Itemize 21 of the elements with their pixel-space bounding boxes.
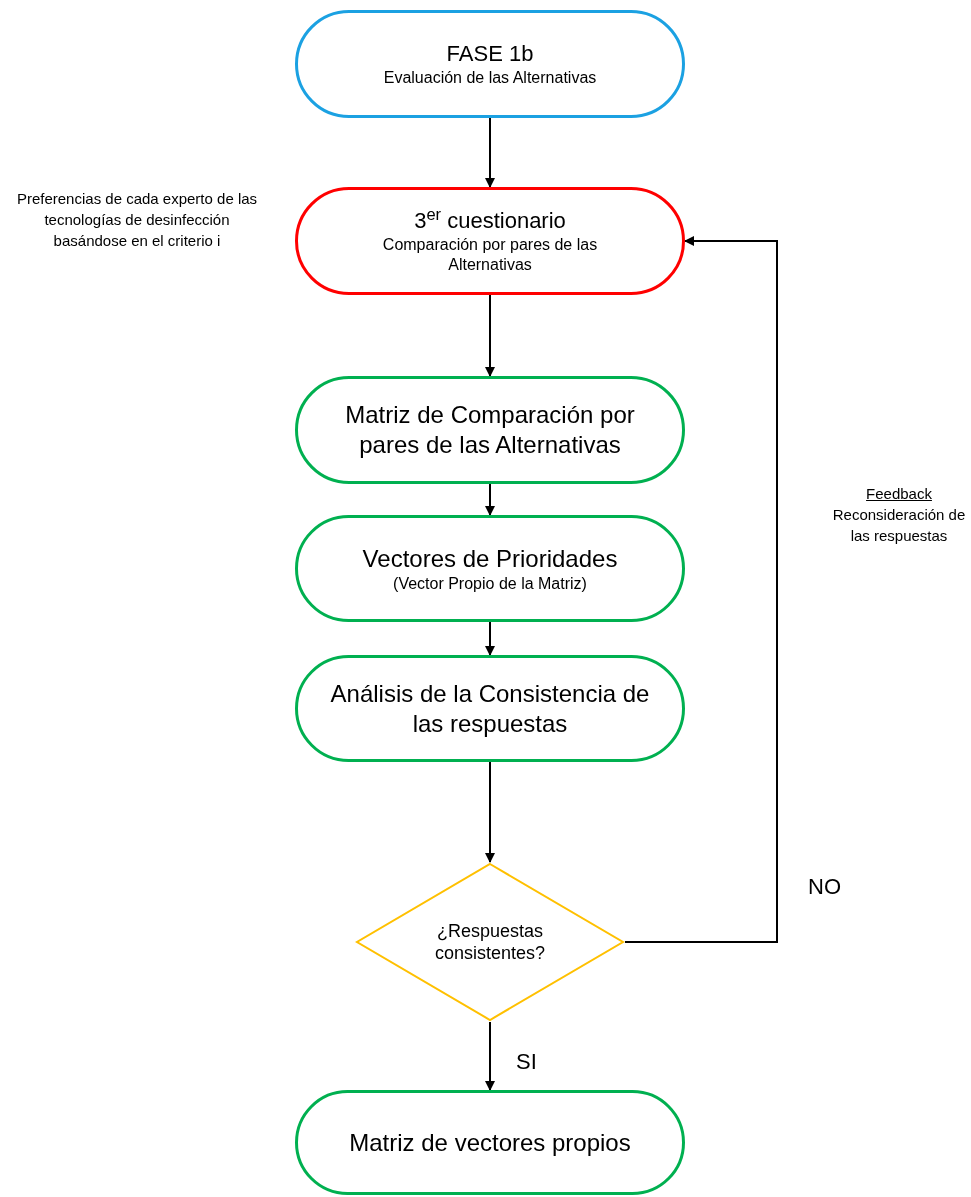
arrow <box>485 483 495 516</box>
box-title: Matriz de vectores propios <box>349 1127 631 1158</box>
box-title: ¿Respuestas consistentes? <box>433 919 547 965</box>
box-subtitle: (Vector Propio de la Matriz) <box>393 573 587 594</box>
note: Reconsideración de las respuestas <box>831 505 967 546</box>
arrow <box>485 294 495 377</box>
box-title: 3$^{er}$ cuestionario <box>414 207 566 235</box>
side-note: Preferencias de cada experto de las tecnologías de desinfección basándose en el criterio i <box>15 189 259 251</box>
arrow <box>485 117 495 188</box>
arrow <box>485 1021 495 1091</box>
box-title: FASE 1b <box>446 40 534 68</box>
arrow <box>485 761 495 863</box>
box-title: Análisis de la Consistencia de las respuestas <box>329 678 651 739</box>
box-title: Vectores de Prioridades <box>362 543 618 574</box>
decision-diamond <box>355 862 625 1022</box>
box-subtitle: Comparación por pares de las Alternativas <box>381 234 599 275</box>
box-title: Matriz de Comparación por pares de las Alternativas <box>344 400 636 460</box>
arrow <box>485 621 495 656</box>
arrow <box>624 236 778 943</box>
feedback-heading: Feedback <box>866 484 932 504</box>
box-subtitle: Evaluación de las Alternativas <box>383 67 597 88</box>
